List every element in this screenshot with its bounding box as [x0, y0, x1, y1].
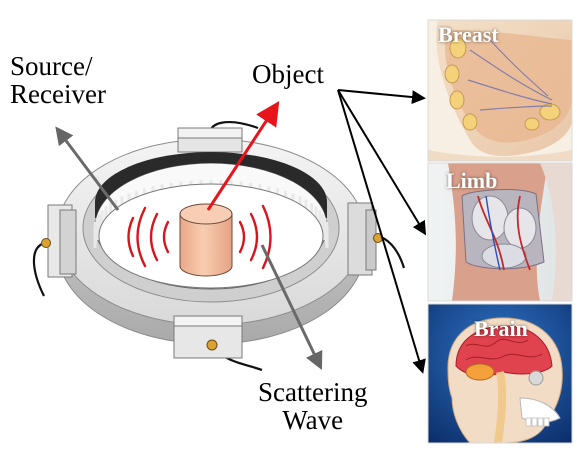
housing-bottom: [173, 315, 243, 359]
brain-anatomy-image: [428, 304, 572, 443]
application-arrows: [337, 89, 427, 374]
source-receiver-pointer: [55, 126, 120, 211]
breast-anatomy-image: [428, 20, 572, 161]
scattering-wave-pointer: [260, 244, 323, 371]
brain-label: Brain: [474, 316, 528, 341]
scattering-waves: [127, 204, 272, 270]
left-cable: [32, 243, 45, 297]
breast-label: Breast: [438, 22, 499, 47]
scattering-wave-label: Scattering Wave: [258, 377, 368, 436]
source-receiver-label: Source/ Receiver: [10, 51, 106, 110]
object-cylinder: [179, 203, 233, 277]
limb-anatomy-image: [428, 163, 572, 301]
housing-left: [41, 204, 77, 278]
housing-right: [347, 202, 383, 276]
housing-top: [177, 127, 243, 153]
limb-panel-frame: [427, 162, 573, 302]
brain-panel-frame: [427, 303, 573, 444]
connector-left: [41, 238, 51, 248]
connector-bottom: [206, 339, 218, 351]
breast-panel-frame: [427, 19, 573, 162]
object-arrow: [206, 100, 280, 211]
limb-label: Limb: [446, 168, 498, 193]
object-label: Object: [252, 59, 324, 89]
